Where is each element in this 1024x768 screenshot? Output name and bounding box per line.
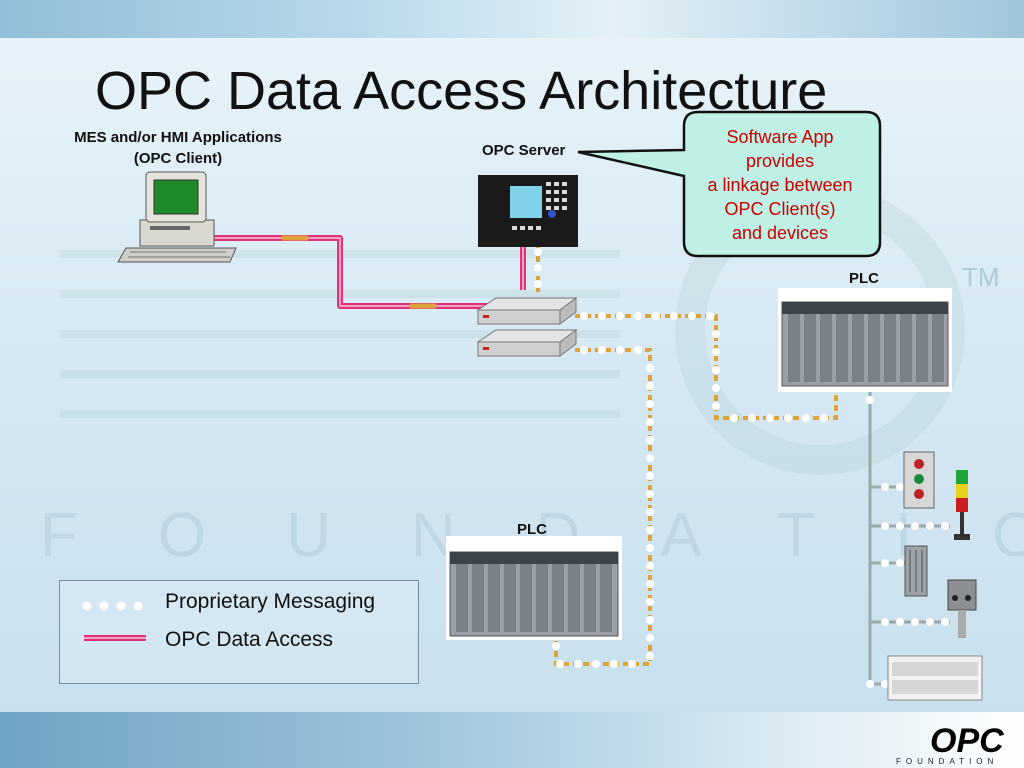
opc-foundation-tagline: FOUNDATION: [896, 757, 999, 766]
callout-line: a linkage between: [707, 175, 853, 195]
network-interface-boxes: [476, 297, 578, 357]
proprietary-swatch-dot: [116, 601, 126, 611]
plc-bottom-icon: [446, 536, 622, 640]
legend-opc-label: OPC Data Access: [165, 628, 334, 651]
plc-bottom-label: PLC: [517, 521, 547, 538]
proprietary-swatch-dot: [82, 601, 92, 611]
callout-line: OPC Client(s): [724, 199, 836, 219]
callout-line: Software App: [726, 127, 834, 147]
legend-proprietary-label: Proprietary Messaging: [165, 590, 376, 613]
plc-top-icon: [778, 288, 952, 392]
page-title: OPC Data Access Architecture: [95, 61, 828, 121]
bottom-banner: [0, 712, 1024, 768]
proprietary-swatch-dot: [99, 601, 109, 611]
trademark-mark: TM: [962, 262, 1000, 292]
stack-light-icon: [954, 470, 970, 540]
client-label-line2: (OPC Client): [133, 150, 223, 167]
server-label: OPC Server: [482, 142, 566, 159]
opc-server-panel-icon: [478, 175, 578, 247]
plc-top-label: PLC: [849, 270, 879, 287]
opc-foundation-logo: OPC: [930, 722, 1004, 760]
top-banner: [0, 0, 1024, 38]
io-module-icon: [904, 545, 928, 597]
legend-swatches: [82, 601, 146, 641]
opc-swatch-highlight: [84, 637, 146, 639]
proprietary-swatch-dot: [133, 601, 143, 611]
legend: Proprietary Messaging OPC Data Access: [59, 580, 419, 684]
push-button-station-icon: [903, 451, 935, 509]
callout-bubble: [577, 110, 882, 258]
proprietary-dots: [534, 248, 949, 688]
callout-line: provides: [745, 151, 815, 171]
client-label-line1: MES and/or HMI Applications: [74, 129, 282, 146]
opc-data-access-links: [212, 235, 526, 309]
callout-text: Software App provides a linkage between …: [690, 125, 870, 245]
callout-line: and devices: [731, 223, 829, 243]
photo-sensor-icon: [947, 579, 977, 638]
distributed-io-icon: [887, 655, 983, 701]
client-computer-icon: [117, 171, 237, 263]
